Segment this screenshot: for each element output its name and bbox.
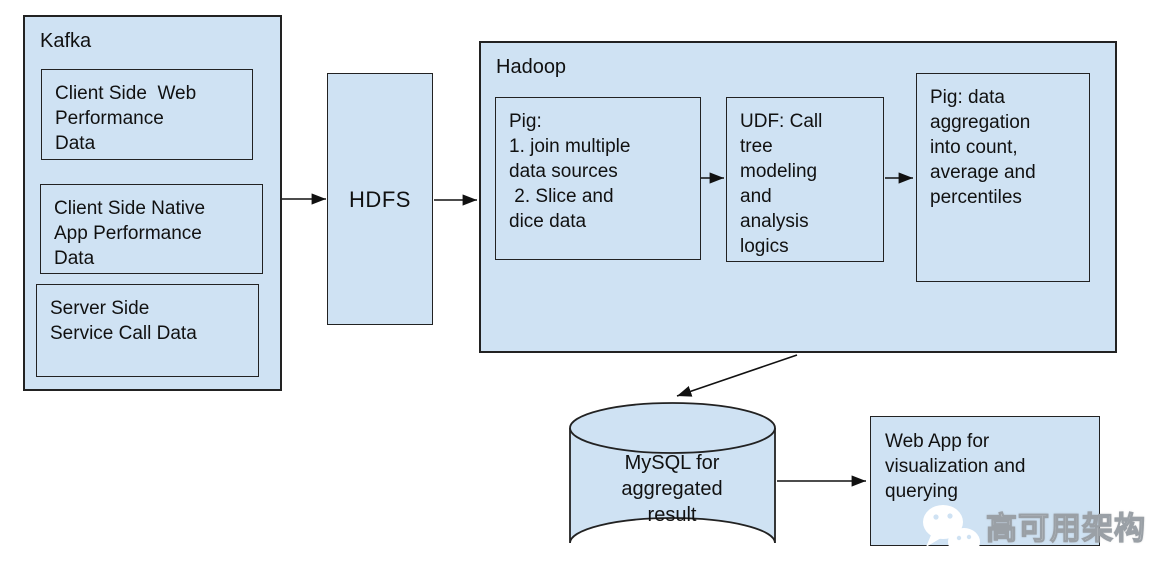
mysql-label: MySQL for aggregated result <box>621 452 723 526</box>
hadoop-box-pig-aggregation: Pig: data aggregation into count, averag… <box>916 73 1090 282</box>
kafka-box-client-web: Client Side Web Performance Data <box>41 69 253 160</box>
webapp-box: Web App for visualization and querying <box>870 416 1100 546</box>
watermark-text: 高可用架构 <box>985 510 1146 546</box>
hadoop-box-udf: UDF: Call tree modeling and analysis log… <box>726 97 884 262</box>
wechat-icon <box>921 502 983 564</box>
kafka-label: Kafka <box>40 30 92 52</box>
arrow-hadoop-to-mysql <box>676 354 798 397</box>
hadoop-box-pig-join: Pig: 1. join multiple data sources 2. Sl… <box>495 97 701 260</box>
hdfs-box: HDFS <box>327 73 433 325</box>
kafka-box-server-side: Server Side Service Call Data <box>36 284 259 377</box>
hadoop-label: Hadoop <box>496 56 567 78</box>
kafka-box-client-native: Client Side Native App Performance Data <box>40 184 263 274</box>
